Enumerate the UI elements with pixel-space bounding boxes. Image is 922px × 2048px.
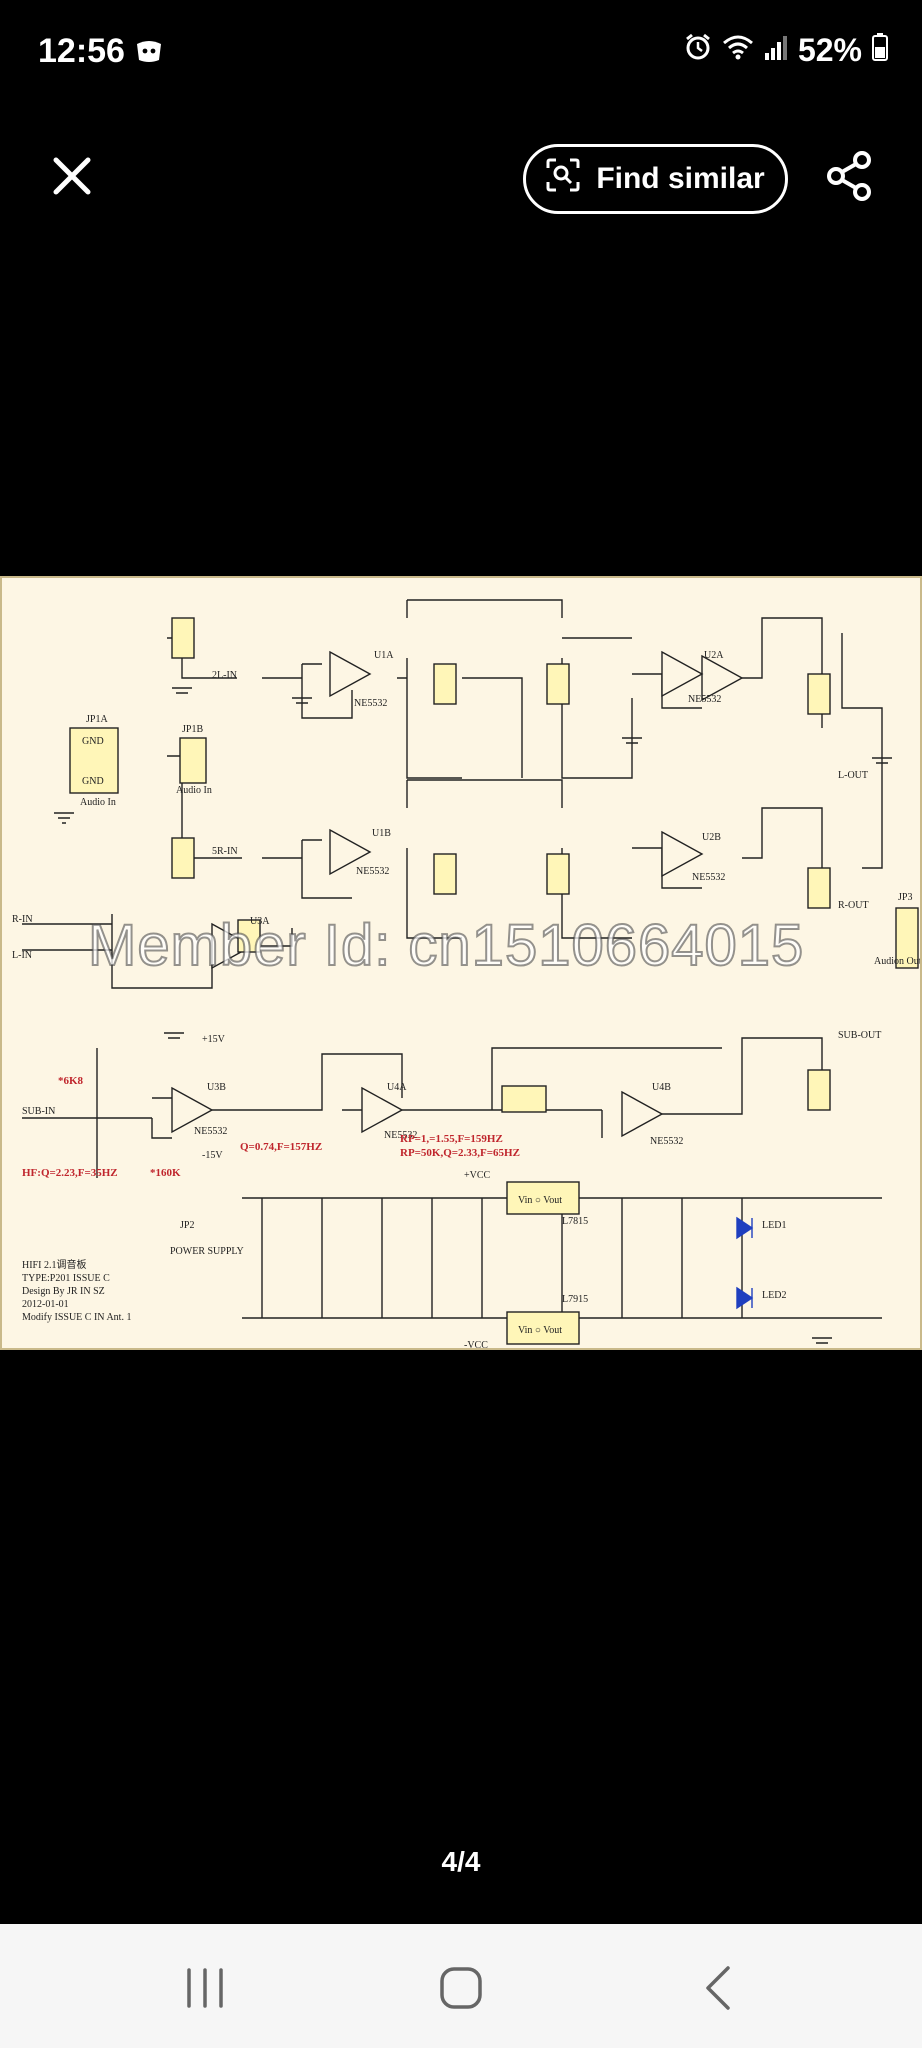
svg-text:NE5532: NE5532 bbox=[650, 1136, 683, 1147]
label-vcc-neg: -VCC bbox=[464, 1340, 488, 1350]
label-power-supply: POWER SUPPLY bbox=[170, 1246, 244, 1257]
note-q: Q=0.74,F=157HZ bbox=[240, 1141, 322, 1153]
note-hf: HF:Q=2.23,F=35HZ bbox=[22, 1167, 118, 1179]
label-2l-in: 2L-IN bbox=[212, 670, 237, 681]
label-audio-in-2: Audio In bbox=[176, 785, 212, 796]
label-vcc-pos: +VCC bbox=[464, 1170, 491, 1181]
back-button[interactable] bbox=[690, 1958, 750, 2018]
status-time: 12:56 bbox=[38, 32, 125, 70]
schematic-image[interactable]: GND GND Audio In JP1A JP1B Audio In U1A … bbox=[0, 576, 922, 1350]
title-line-1: HIFI 2.1调音板 bbox=[22, 1258, 86, 1271]
svg-text:U2A: U2A bbox=[704, 650, 724, 661]
note-6k8: *6K8 bbox=[58, 1075, 84, 1087]
wifi-icon bbox=[722, 32, 754, 69]
svg-text:Vin ○ Vout: Vin ○ Vout bbox=[518, 1325, 562, 1336]
recents-icon bbox=[187, 1968, 223, 2008]
label-sub-in: SUB-IN bbox=[22, 1106, 55, 1117]
note-rp2: RP=50K,Q=2.33,F=65HZ bbox=[400, 1147, 520, 1159]
back-icon bbox=[706, 1966, 730, 2010]
navigation-bar bbox=[0, 1924, 922, 2048]
title-line-2: TYPE:P201 ISSUE C bbox=[22, 1273, 110, 1284]
note-rp1: RP=1,=1.55,F=159HZ bbox=[400, 1133, 503, 1145]
svg-text:U4B: U4B bbox=[652, 1082, 671, 1093]
schematic-drawing: GND GND Audio In JP1A JP1B Audio In U1A … bbox=[12, 599, 922, 1350]
svg-text:NE5532: NE5532 bbox=[194, 1126, 227, 1137]
svg-text:L7815: L7815 bbox=[562, 1216, 588, 1227]
status-icons: 52% bbox=[684, 32, 888, 69]
title-line-4: 2012-01-01 bbox=[22, 1299, 69, 1310]
battery-icon bbox=[872, 32, 888, 69]
svg-text:L7915: L7915 bbox=[562, 1294, 588, 1305]
svg-text:JP3: JP3 bbox=[898, 892, 912, 903]
share-icon bbox=[827, 151, 871, 201]
close-button[interactable] bbox=[48, 152, 96, 200]
title-line-3: Design By JR IN SZ bbox=[22, 1286, 105, 1297]
svg-text:U3B: U3B bbox=[207, 1082, 226, 1093]
battery-level: 52% bbox=[797, 32, 862, 68]
label-5r-in: 5R-IN bbox=[212, 846, 238, 857]
recents-button[interactable] bbox=[175, 1958, 235, 2018]
title-line-5: Modify ISSUE C IN Ant. 1 bbox=[22, 1312, 131, 1323]
svg-text:GND: GND bbox=[82, 776, 104, 787]
svg-text:U1A: U1A bbox=[374, 650, 394, 661]
svg-text:U3A: U3A bbox=[250, 916, 270, 927]
label-led2: LED2 bbox=[762, 1290, 786, 1301]
find-similar-button[interactable]: Find similar bbox=[523, 144, 788, 214]
label-sub-out: SUB-OUT bbox=[838, 1030, 881, 1041]
status-bar: 12:56 52% bbox=[0, 0, 922, 100]
svg-text:NE5532: NE5532 bbox=[356, 866, 389, 877]
page-indicator: 4/4 bbox=[441, 1846, 481, 1877]
label-r-out: R-OUT bbox=[838, 900, 869, 911]
label-l-out: L-OUT bbox=[838, 770, 868, 781]
find-similar-label: Find similar bbox=[596, 162, 765, 195]
home-icon bbox=[440, 1967, 482, 2009]
svg-text:NE5532: NE5532 bbox=[692, 872, 725, 883]
label-led1: LED1 bbox=[762, 1220, 786, 1231]
label-l-in: L-IN bbox=[12, 950, 32, 961]
svg-text:U2B: U2B bbox=[702, 832, 721, 843]
svg-text:GND: GND bbox=[82, 736, 104, 747]
svg-text:JP1A: JP1A bbox=[86, 714, 108, 725]
label-audio-out: Audion Out bbox=[874, 956, 922, 967]
svg-text:Vin ○ Vout: Vin ○ Vout bbox=[518, 1195, 562, 1206]
signal-icon bbox=[764, 32, 788, 69]
home-button[interactable] bbox=[431, 1958, 491, 2018]
svg-text:U4A: U4A bbox=[387, 1082, 407, 1093]
svg-text:JP1B: JP1B bbox=[182, 724, 203, 735]
svg-text:JP2: JP2 bbox=[180, 1220, 194, 1231]
alarm-icon bbox=[684, 32, 712, 69]
label-audio-in: Audio In bbox=[80, 797, 116, 808]
label-r-in: R-IN bbox=[12, 914, 33, 925]
label-plus15: +15V bbox=[202, 1034, 226, 1045]
lens-scan-icon bbox=[546, 158, 580, 200]
svg-text:NE5532: NE5532 bbox=[354, 698, 387, 709]
share-button[interactable] bbox=[822, 148, 878, 204]
game-app-icon bbox=[134, 38, 164, 69]
note-160k: *160K bbox=[150, 1167, 181, 1179]
close-icon bbox=[53, 157, 91, 195]
svg-text:NE5532: NE5532 bbox=[384, 1130, 417, 1141]
svg-text:NE5532: NE5532 bbox=[688, 694, 721, 705]
label-minus15: -15V bbox=[202, 1150, 223, 1161]
svg-text:U1B: U1B bbox=[372, 828, 391, 839]
